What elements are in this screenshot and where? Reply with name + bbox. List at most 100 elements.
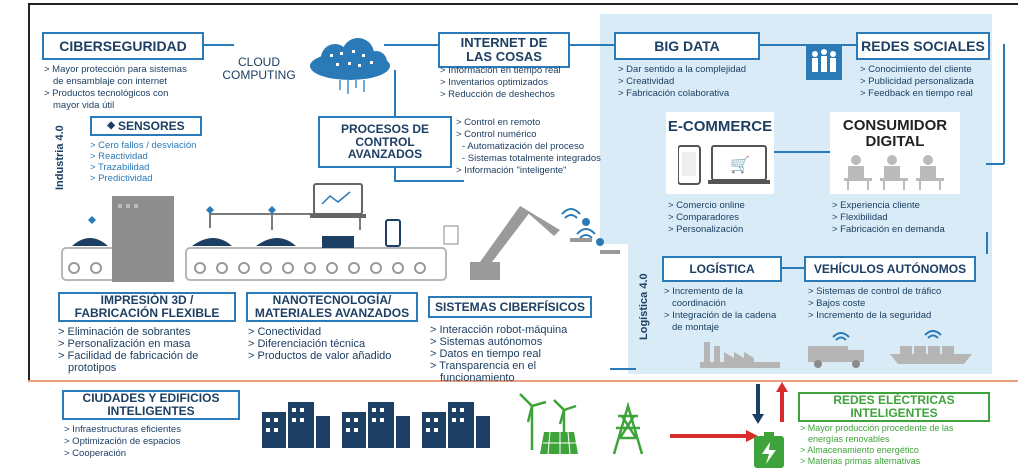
- ciberfisicos-list: > Interacción robot-máquina > Sistemas a…: [430, 324, 567, 384]
- factory-illustration: [61, 183, 620, 282]
- list-item: > Publicidad personalizada: [860, 76, 974, 87]
- redes-sociales-list: > Conocimiento del cliente > Publicidad …: [860, 64, 974, 100]
- iot-title-line: INTERNET DE: [460, 35, 548, 51]
- svg-text:🛒: 🛒: [730, 155, 750, 174]
- consumidor-title-line: DIGITAL: [865, 133, 925, 150]
- list-item: > Conocimiento del cliente: [860, 64, 972, 75]
- list-item: > Integración de la cadena: [664, 310, 777, 321]
- connector: [394, 180, 464, 182]
- list-item: > Transparencia en el: [430, 360, 537, 372]
- ciberfisicos-title: SISTEMAS CIBERFÍSICOS: [434, 299, 586, 314]
- procesos-title-line: CONTROL: [355, 134, 415, 149]
- ciberseguridad-list: > Mayor protección para sistemas de ensa…: [44, 64, 187, 112]
- list-item: > Mayor protección para sistemas: [44, 64, 187, 75]
- logistica-section-label: Logística 4.0: [638, 273, 650, 340]
- connector: [570, 44, 614, 46]
- list-item: de ensamblaje con internet: [53, 76, 168, 87]
- consumidor-title: CONSUMIDOR DIGITAL: [830, 118, 960, 150]
- list-item: de montaje: [672, 322, 720, 333]
- redes-electricas-title-line: INTELIGENTES: [850, 406, 938, 420]
- list-item: > Información "inteligente": [456, 165, 567, 176]
- redes-electricas-box: REDES ELÉCTRICAS INTELIGENTES: [798, 392, 990, 422]
- vehiculos-list: > Sistemas de control de tráfico > Bajos…: [808, 286, 941, 322]
- ship-icon: [890, 330, 972, 364]
- list-item: - Automatización del proceso: [462, 141, 584, 152]
- cloud-icon: [310, 38, 390, 94]
- list-item: > Trazabilidad: [90, 162, 150, 173]
- list-item: > Eliminación de sobrantes: [58, 326, 191, 338]
- list-item: > Reactividad: [90, 151, 148, 162]
- impresion3d-list: > Eliminación de sobrantes > Personaliza…: [58, 326, 198, 374]
- big-data-box: BIG DATA: [614, 32, 760, 60]
- cloud-label-line: CLOUD: [237, 55, 280, 69]
- consumidor-list: > Experiencia cliente > Flexibilidad > F…: [832, 200, 945, 236]
- ciberseguridad-title: CIBERSEGURIDAD: [59, 37, 187, 54]
- list-item: > Datos en tiempo real: [430, 348, 541, 360]
- renewable-energy-icon: [519, 393, 644, 455]
- devices-icon: 🛒: [678, 145, 770, 185]
- list-item: > Interacción robot-máquina: [430, 324, 568, 336]
- connector: [986, 163, 1004, 165]
- list-item: > Comparadores: [668, 212, 740, 223]
- list-item: > Diferenciación técnica: [248, 338, 366, 350]
- list-item: > Incremento de la: [664, 286, 743, 297]
- procesos-list: > Control en remoto > Control numérico -…: [456, 117, 601, 177]
- list-item: mayor vida útil: [53, 100, 115, 111]
- nanotecnologia-title-line: NANOTECNOLOGÍA/: [272, 293, 392, 308]
- list-item: > Creatividad: [618, 76, 675, 87]
- redes-electricas-list: > Mayor producción procedente de las ene…: [800, 423, 953, 467]
- list-item: > Dar sentido a la complejidad: [618, 64, 747, 75]
- factory-icon: [700, 342, 780, 368]
- list-item: energías renovables: [808, 434, 890, 444]
- list-item: > Feedback en tiempo real: [860, 88, 973, 99]
- list-item: funcionamiento: [440, 372, 515, 384]
- buildings-icon: [262, 402, 490, 448]
- connector: [610, 368, 636, 370]
- list-item: > Productos tecnológicos con: [44, 88, 169, 99]
- sensores-list: > Cero fallos / desviación > Reactividad…: [90, 140, 196, 184]
- list-item: > Mayor producción procedente de las: [800, 423, 954, 433]
- big-data-title: BIG DATA: [654, 37, 720, 54]
- impresion3d-title-line: IMPRESIÓN 3D /: [100, 293, 194, 308]
- procesos-title-line: PROCESOS DE: [340, 122, 430, 137]
- procesos-box: PROCESOS DE CONTROL AVANZADOS: [318, 116, 452, 168]
- ciberseguridad-box: CIBERSEGURIDAD: [42, 32, 204, 60]
- list-item: > Optimización de espacios: [64, 436, 181, 447]
- list-item: > Personalización en masa: [58, 338, 191, 350]
- connector: [774, 151, 830, 153]
- list-item: > Reducción de deshechos: [440, 89, 555, 100]
- list-item: > Inventarios optimizados: [440, 77, 548, 88]
- truck-icon: [808, 332, 864, 368]
- list-item: > Comercio online: [668, 200, 745, 211]
- connector: [384, 44, 438, 46]
- iot-box: INTERNET DE LAS COSAS: [438, 32, 570, 68]
- ecommerce-list: > Comercio online > Comparadores > Perso…: [668, 200, 745, 236]
- ciudades-title-line: INTELIGENTES: [107, 404, 195, 418]
- vehiculos-box: VEHÍCULOS AUTÓNOMOS: [804, 256, 976, 282]
- list-item: > Control en remoto: [456, 117, 541, 128]
- list-item: > Infraestructuras eficientes: [64, 424, 181, 435]
- list-item: > Productos de valor añadido: [248, 350, 392, 362]
- list-item: > Conectividad: [248, 326, 322, 338]
- sensores-title: SENSORES: [118, 118, 185, 133]
- nanotecnologia-box: NANOTECNOLOGÍA/ MATERIALES AVANZADOS: [246, 292, 418, 322]
- list-item: > Experiencia cliente: [832, 200, 920, 211]
- sensores-box: ◆ SENSORES: [90, 116, 202, 136]
- logistica-list: > Incremento de la coordinación > Integr…: [664, 286, 776, 334]
- list-item: > Almacenamiento energético: [800, 445, 919, 455]
- diamond-icon: ◆: [107, 119, 115, 131]
- ciudades-box: CIUDADES Y EDIFICIOS INTELIGENTES: [62, 390, 240, 420]
- bottom-rule: [28, 380, 1018, 382]
- battery-charging-icon: [754, 432, 784, 468]
- list-item: > Fabricación colaborativa: [618, 88, 730, 99]
- ciudades-list: > Infraestructuras eficientes > Optimiza…: [64, 424, 181, 460]
- procesos-title-line: AVANZADOS: [347, 147, 423, 162]
- list-item: > Fabricación en demanda: [832, 224, 945, 235]
- left-rule: [28, 5, 30, 380]
- big-data-list: > Dar sentido a la complejidad > Creativ…: [618, 64, 746, 100]
- list-item: > Incremento de la seguridad: [808, 310, 932, 321]
- connector: [204, 44, 234, 46]
- list-item: > Personalización: [668, 224, 744, 235]
- connector: [1003, 44, 1005, 164]
- top-rule: [28, 3, 1018, 5]
